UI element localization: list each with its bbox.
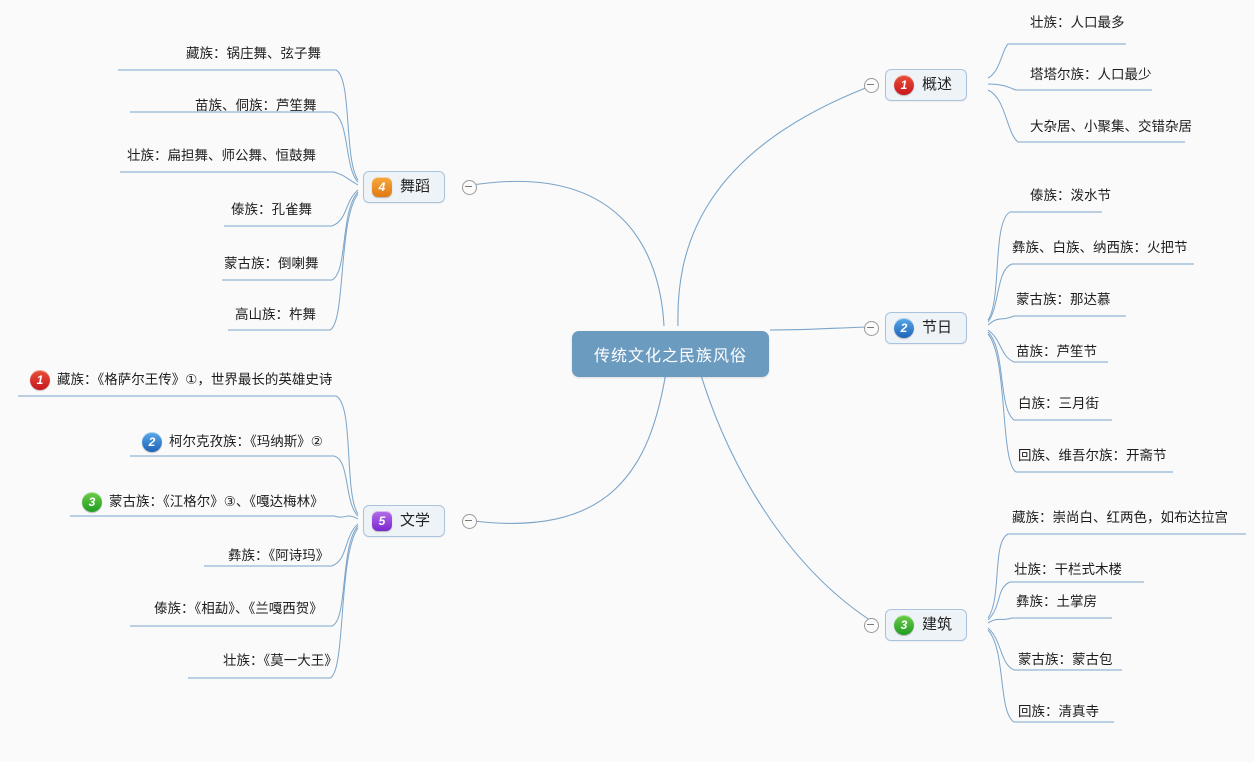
leaf-node[interactable]: 蒙古族：那达慕 [1012, 292, 1115, 311]
leaf-label: 大杂居、小聚集、交错杂居 [1030, 119, 1192, 134]
leaf-label: 彝族、白族、纳西族：火把节 [1012, 240, 1188, 255]
leaf-label: 傣族：《相勐》、《兰嘎西贺》 [154, 601, 323, 616]
branch-label-festival: 节日 [922, 318, 953, 336]
branch-node-overview[interactable]: 1 概述 [885, 69, 968, 101]
leaf-node[interactable]: 彝族、白族、纳西族：火把节 [1008, 240, 1192, 259]
leaf-node[interactable]: 3 蒙古族：《江格尔》③、《嘎达梅林》 [78, 492, 328, 515]
badge-2-icon: 2 [894, 318, 914, 338]
badge-3-icon: 3 [82, 492, 102, 512]
leaf-label: 塔塔尔族：人口最少 [1030, 67, 1152, 82]
leaf-node[interactable]: 大杂居、小聚集、交错杂居 [1026, 119, 1196, 138]
leaf-label: 苗族、侗族：芦笙舞 [195, 98, 317, 113]
leaf-node[interactable]: 彝族：土掌房 [1012, 594, 1101, 613]
collapse-toggle-festival[interactable] [864, 321, 879, 336]
leaf-label: 柯尔克孜族：《玛纳斯》② [169, 433, 323, 449]
leaf-label: 蒙古族：《江格尔》③、《嘎达梅林》 [109, 493, 324, 509]
branch-node-literature[interactable]: 5 文学 [363, 505, 446, 537]
badge-3-icon: 3 [894, 615, 914, 635]
leaf-label: 白族：三月街 [1018, 396, 1099, 411]
leaf-node[interactable]: 蒙古族：蒙古包 [1014, 652, 1117, 671]
leaf-node[interactable]: 壮族：《莫一大王》 [219, 653, 342, 672]
root-label: 传统文化之民族风俗 [594, 348, 748, 365]
leaf-node[interactable]: 高山族：杵舞 [231, 307, 320, 326]
collapse-toggle-dance[interactable] [462, 180, 477, 195]
leaf-node[interactable]: 藏族：崇尚白、红两色，如布达拉宫 [1008, 510, 1232, 529]
leaf-node[interactable]: 1 藏族：《格萨尔王传》①，世界最长的英雄史诗 [26, 370, 336, 393]
leaf-label: 回族、维吾尔族：开斋节 [1018, 448, 1167, 463]
leaf-label: 苗族：芦笙节 [1016, 344, 1097, 359]
badge-1-icon: 1 [894, 75, 914, 95]
leaf-label: 彝族：《阿诗玛》 [228, 548, 330, 563]
leaf-node[interactable]: 壮族：扁担舞、师公舞、恒鼓舞 [123, 148, 320, 167]
collapse-toggle-architecture[interactable] [864, 618, 879, 633]
leaf-node[interactable]: 彝族：《阿诗玛》 [224, 548, 333, 567]
branch-label-architecture: 建筑 [922, 615, 953, 633]
leaf-node[interactable]: 藏族：锅庄舞、弦子舞 [182, 46, 325, 65]
badge-5-icon: 5 [372, 511, 392, 531]
branch-node-festival[interactable]: 2 节日 [885, 312, 968, 344]
leaf-label: 藏族：锅庄舞、弦子舞 [186, 46, 321, 61]
leaf-node[interactable]: 壮族：人口最多 [1026, 15, 1129, 34]
leaf-label: 高山族：杵舞 [235, 307, 316, 322]
branch-node-architecture[interactable]: 3 建筑 [885, 609, 968, 641]
branch-label-overview: 概述 [922, 75, 953, 93]
leaf-node[interactable]: 白族：三月街 [1014, 396, 1103, 415]
leaf-label: 壮族：人口最多 [1030, 15, 1125, 30]
leaf-node[interactable]: 苗族：芦笙节 [1012, 344, 1101, 363]
leaf-node[interactable]: 傣族：《相勐》、《兰嘎西贺》 [150, 601, 327, 620]
leaf-node[interactable]: 傣族：泼水节 [1026, 188, 1115, 207]
leaf-node[interactable]: 壮族：干栏式木楼 [1010, 562, 1126, 581]
leaf-label: 蒙古族：那达慕 [1016, 292, 1111, 307]
leaf-label: 壮族：干栏式木楼 [1014, 562, 1122, 577]
leaf-node[interactable]: 塔塔尔族：人口最少 [1026, 67, 1156, 86]
leaf-label: 彝族：土掌房 [1016, 594, 1097, 609]
leaf-node[interactable]: 回族：清真寺 [1014, 704, 1103, 723]
badge-1-icon: 1 [30, 370, 50, 390]
leaf-label: 壮族：《莫一大王》 [223, 653, 338, 668]
collapse-toggle-overview[interactable] [864, 78, 879, 93]
leaf-node[interactable]: 2 柯尔克孜族：《玛纳斯》② [138, 432, 327, 455]
leaf-label: 蒙古族：倒喇舞 [224, 256, 319, 271]
leaf-node[interactable]: 蒙古族：倒喇舞 [220, 256, 323, 275]
leaf-label: 傣族：泼水节 [1030, 188, 1111, 203]
leaf-node[interactable]: 傣族：孔雀舞 [227, 202, 316, 221]
branch-label-literature: 文学 [400, 511, 431, 529]
collapse-toggle-literature[interactable] [462, 514, 477, 529]
leaf-label: 蒙古族：蒙古包 [1018, 652, 1113, 667]
leaf-label: 壮族：扁担舞、师公舞、恒鼓舞 [127, 148, 316, 163]
leaf-label: 藏族：崇尚白、红两色，如布达拉宫 [1012, 510, 1228, 525]
leaf-label: 藏族：《格萨尔王传》①，世界最长的英雄史诗 [57, 371, 333, 387]
leaf-label: 傣族：孔雀舞 [231, 202, 312, 217]
branch-node-dance[interactable]: 4 舞蹈 [363, 171, 446, 203]
badge-4-icon: 4 [372, 177, 392, 197]
leaf-node[interactable]: 苗族、侗族：芦笙舞 [191, 98, 321, 117]
badge-2-icon: 2 [142, 432, 162, 452]
leaf-node[interactable]: 回族、维吾尔族：开斋节 [1014, 448, 1171, 467]
leaf-label: 回族：清真寺 [1018, 704, 1099, 719]
branch-label-dance: 舞蹈 [400, 177, 431, 195]
root-node[interactable]: 传统文化之民族风俗 [572, 331, 770, 377]
